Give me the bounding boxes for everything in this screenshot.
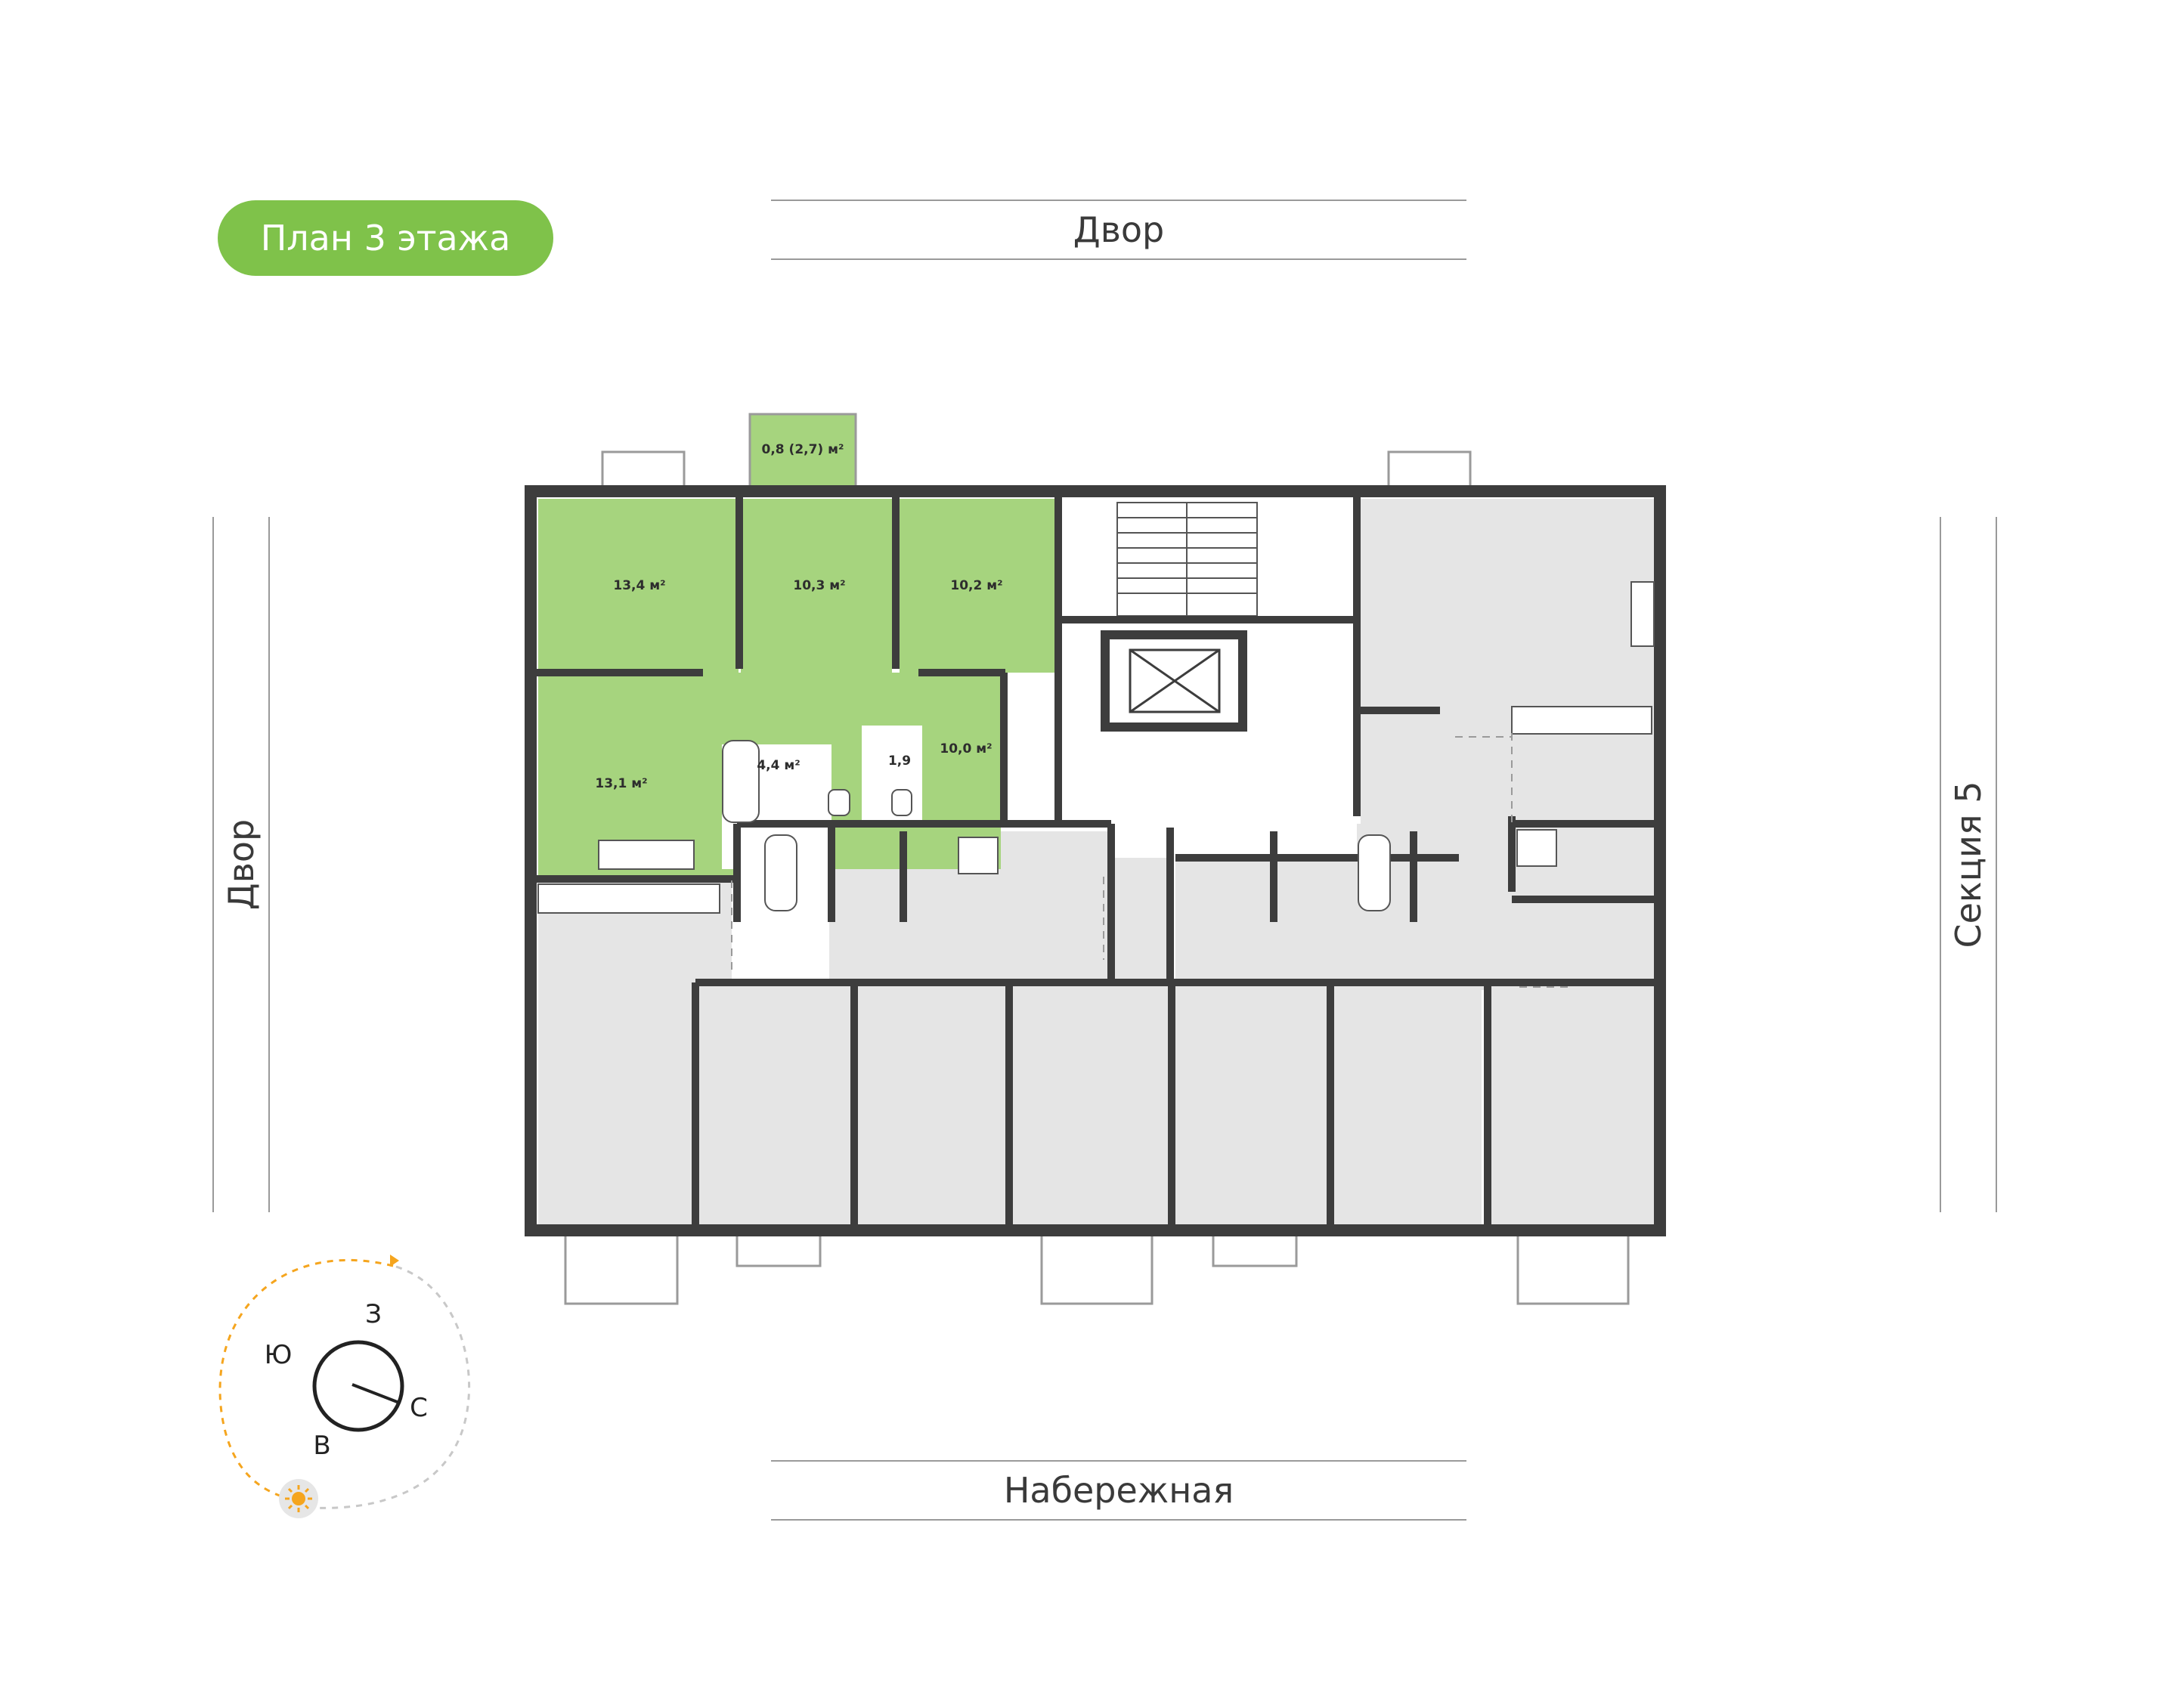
- unit-bottom-1: [699, 986, 850, 1226]
- compass: З Ю С В: [218, 1255, 471, 1518]
- toilet-2: [891, 789, 912, 816]
- room-area-label: 10,2 м²: [950, 578, 1002, 593]
- shower-2: [1516, 829, 1557, 867]
- room-area-label: 13,1 м²: [595, 776, 647, 791]
- compass-letter: С: [410, 1393, 428, 1423]
- room-13-4: [538, 499, 739, 673]
- room-10-2: [900, 499, 1054, 673]
- kitchen-counter-1: [598, 840, 695, 870]
- sun-path-icon: [218, 1258, 394, 1502]
- kitchen-counter-2: [537, 883, 720, 914]
- street-label-top: Двор: [771, 200, 1466, 260]
- elevator: [1101, 630, 1247, 732]
- kitchen-counter-3: [1630, 581, 1655, 647]
- balcony-top-2: [1387, 450, 1472, 491]
- street-label-bottom: Набережная: [771, 1460, 1466, 1521]
- toilet-1: [828, 789, 850, 816]
- unit-bottom-6: [1491, 986, 1657, 1226]
- unit-bottom-2: [858, 986, 1005, 1226]
- unit-bottom-5: [1334, 986, 1482, 1226]
- interior-walls: [535, 495, 1655, 1228]
- kitchen-counter-4: [1511, 706, 1652, 735]
- bathtub-3: [1358, 834, 1391, 911]
- arrow-icon: [390, 1255, 399, 1267]
- apartment-highlight: [538, 499, 1054, 877]
- room-area-label: 0,8 (2,7) м²: [762, 442, 844, 457]
- fixtures: [537, 581, 1655, 914]
- balcony-bottom-1: [564, 1230, 679, 1305]
- balcony-bottom-2: [735, 1230, 822, 1267]
- stairs: [1116, 502, 1258, 617]
- compass-letter: В: [313, 1431, 330, 1461]
- unit-bottom-4: [1175, 986, 1327, 1226]
- balcony-bottom-3: [1040, 1230, 1154, 1305]
- room-area-label: 4,4 м²: [757, 758, 800, 773]
- room-area-label: 13,4 м²: [613, 578, 665, 593]
- balcony-bottom-5: [1516, 1230, 1630, 1305]
- balcony-top-1: [601, 450, 686, 491]
- bathtub-1: [722, 740, 760, 823]
- room-area-label: 10,0 м²: [940, 741, 992, 757]
- bathtub-2: [764, 834, 797, 911]
- outer-walls: [525, 485, 1666, 1236]
- room-area-label: 10,3 м²: [793, 578, 845, 593]
- shower-1: [958, 837, 999, 874]
- compass-letter: З: [365, 1299, 382, 1329]
- room-10-3: [741, 499, 892, 673]
- unit-bottom-3: [1013, 986, 1168, 1226]
- compass-letter: Ю: [265, 1340, 293, 1370]
- room-area-label: 1,9: [888, 753, 911, 769]
- balcony-bottom-4: [1212, 1230, 1298, 1267]
- floor-plan-badge: План 3 этажа: [218, 200, 553, 276]
